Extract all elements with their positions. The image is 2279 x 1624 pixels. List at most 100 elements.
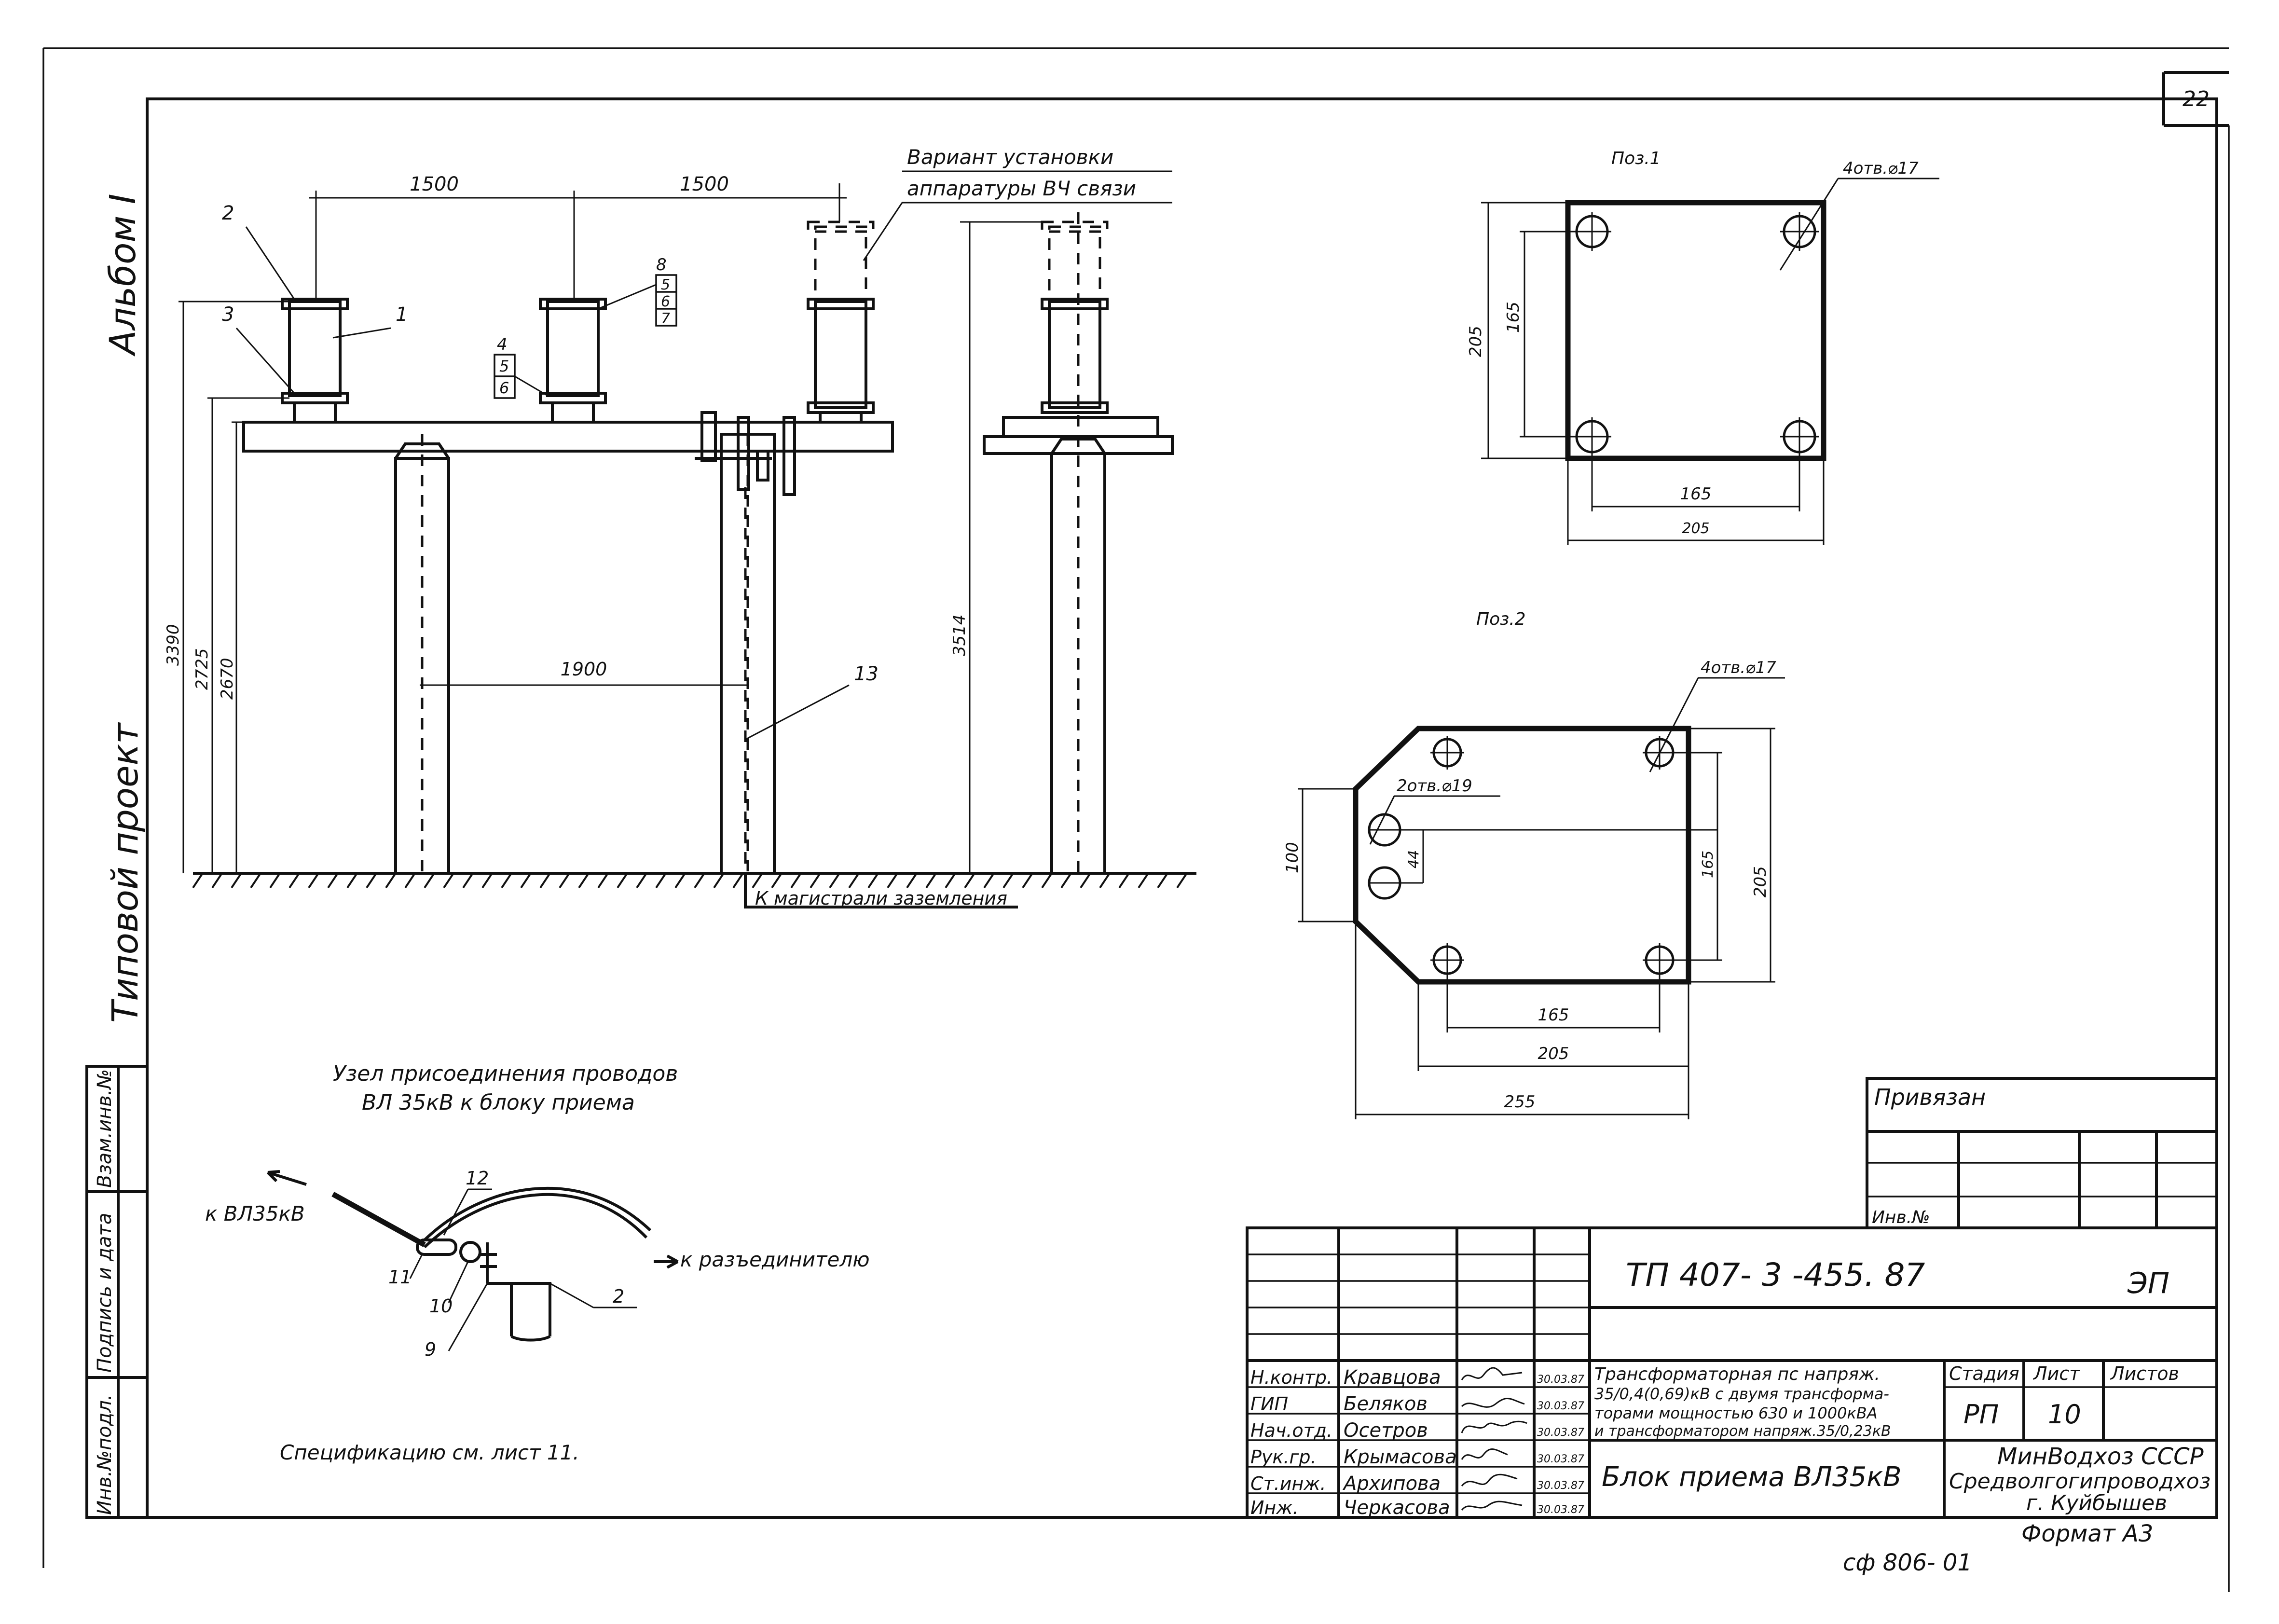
svg-text:2: 2 — [613, 1286, 624, 1307]
org-line-3: г. Куйбышев — [2026, 1491, 2167, 1515]
pos2-plate: Поз.2 4отв.⌀17 2отв.⌀19 100 44 — [1283, 609, 1785, 1119]
side-stamp: Инв.№подл. Подпись и дата Взам.инв.№ — [85, 1065, 149, 1519]
ground-lead — [744, 873, 1018, 908]
svg-text:30.03.87: 30.03.87 — [1537, 1400, 1584, 1412]
stage-value: РП — [1963, 1399, 1999, 1430]
svg-text:165: 165 — [1680, 484, 1712, 504]
clamp-group — [695, 411, 796, 496]
dim-h1: 3390 — [164, 624, 183, 666]
doc-code: ТП 407- 3 -455. 87 — [1626, 1256, 1925, 1294]
node-title-1: Узел присоединения проводов — [333, 1061, 678, 1086]
marker-1: 1 — [396, 303, 408, 326]
sheet-number: 22 — [2183, 87, 2210, 111]
stamp-inv-orig: Инв.№подл. — [94, 1394, 116, 1515]
crossbeam — [242, 421, 894, 453]
desc-line-2: 35/0,4(0,69)кВ с двумя трансформа- — [1594, 1385, 1889, 1403]
front-view: К магистрали заземления — [164, 145, 1196, 909]
svg-text:Архипова: Архипова — [1342, 1473, 1441, 1495]
svg-text:205: 205 — [1751, 866, 1770, 897]
node-right-label: к разъединителю — [680, 1248, 870, 1271]
height-dims: 3390 2725 2670 — [164, 301, 289, 873]
svg-text:8: 8 — [656, 255, 667, 275]
svg-text:Н.контр.: Н.контр. — [1250, 1367, 1332, 1388]
title-block: ТП 407- 3 -455. 87 ЭП Трансформаторная п… — [1246, 1226, 2218, 1547]
svg-text:Нач.отд.: Нач.отд. — [1250, 1420, 1332, 1441]
signers-table: Н.контр. Кравцова 30.03.87 ГИП Беляков 3… — [1250, 1366, 1584, 1519]
insulator-3 — [807, 220, 875, 422]
doc-section: ЭП — [2127, 1266, 2169, 1300]
org-line-1: МинВодхоз СССР — [1997, 1443, 2204, 1470]
spec-note: Спецификацию см. лист 11. — [280, 1441, 579, 1464]
binding-title: Привязан — [1874, 1084, 1986, 1110]
svg-text:5: 5 — [661, 276, 670, 293]
desc-line-1: Трансформаторная пс напряж. — [1594, 1364, 1880, 1384]
sheet-frame — [42, 47, 2230, 1592]
svg-text:5: 5 — [499, 357, 509, 375]
svg-text:165: 165 — [1538, 1005, 1569, 1025]
marker-3: 3 — [222, 303, 234, 326]
svg-text:Кравцова: Кравцова — [1344, 1366, 1441, 1389]
svg-text:30.03.87: 30.03.87 — [1537, 1374, 1584, 1386]
dim-span-1: 1500 — [410, 173, 459, 195]
format-label: Формат А3 — [2021, 1520, 2153, 1547]
album-label: Альбом I — [102, 193, 144, 357]
svg-text:ГИП: ГИП — [1250, 1393, 1288, 1415]
svg-text:30.03.87: 30.03.87 — [1537, 1427, 1584, 1439]
svg-text:6: 6 — [499, 379, 509, 397]
pos2-holes-b: 2отв.⌀19 — [1397, 776, 1472, 796]
svg-text:6: 6 — [661, 293, 670, 310]
connection-node: Узел присоединения проводов ВЛ 35кВ к бл… — [205, 1061, 870, 1360]
node-title-2: ВЛ 35кВ к блоку приема — [362, 1090, 635, 1115]
dim-side-height: 3514 — [950, 614, 969, 656]
pos1-plate: Поз.1 4отв.⌀17 205 165 165 205 — [1466, 149, 1939, 545]
insulator-1 — [281, 298, 349, 422]
top-dims: 1500 1500 — [309, 173, 847, 299]
ground-note: К магистрали заземления — [755, 888, 1007, 909]
sheets-label: Листов — [2110, 1363, 2179, 1384]
svg-text:4: 4 — [497, 335, 508, 354]
svg-text:205: 205 — [1538, 1044, 1569, 1063]
pos2-title: Поз.2 — [1476, 609, 1526, 629]
svg-text:44: 44 — [1405, 850, 1422, 868]
ground-hatching — [192, 872, 1188, 889]
side-view: 3514 — [950, 212, 1174, 875]
marker-2: 2 — [222, 202, 234, 224]
stamp-signature-date: Подпись и дата — [94, 1213, 116, 1373]
marker-stack-a: 4 5 6 — [494, 335, 548, 399]
svg-text:30.03.87: 30.03.87 — [1537, 1453, 1584, 1465]
rf-note-line1: Вариант установки — [907, 145, 1113, 169]
node-left-label: к ВЛ35кВ — [205, 1202, 305, 1225]
stage-label: Стадия — [1949, 1363, 2019, 1384]
typical-project-label: Типовой проект — [105, 722, 146, 1023]
svg-text:Осетров: Осетров — [1344, 1419, 1428, 1442]
insulator-2 — [539, 298, 607, 422]
svg-text:Рук.гр.: Рук.гр. — [1250, 1446, 1317, 1468]
svg-text:9: 9 — [425, 1339, 436, 1360]
svg-text:255: 255 — [1504, 1092, 1536, 1112]
svg-text:30.03.87: 30.03.87 — [1537, 1504, 1584, 1516]
marker-stack-b: 8 5 6 7 — [598, 255, 677, 327]
sheet-value: 10 — [2048, 1399, 2081, 1430]
svg-text:Черкасова: Черкасова — [1344, 1497, 1450, 1519]
desc-line-4: и трансформатором напряж.35/0,23кВ — [1594, 1423, 1891, 1440]
dim-post-spacing: 1900 — [561, 659, 607, 680]
svg-text:Ст.инж.: Ст.инж. — [1250, 1473, 1326, 1494]
org-line-2: Средволгогипроводхоз — [1949, 1469, 2210, 1494]
svg-text:205: 205 — [1682, 520, 1709, 537]
desc-line-3: торами мощностью 630 и 1000кВА — [1594, 1404, 1878, 1422]
svg-text:165: 165 — [1700, 851, 1716, 878]
binding-inv: Инв.№ — [1872, 1208, 1930, 1227]
dim-h2: 2725 — [192, 648, 212, 690]
binding-block: Привязан Инв.№ — [1866, 1077, 2218, 1229]
pos1-holes: 4отв.⌀17 — [1843, 159, 1919, 178]
pos1-title: Поз.1 — [1611, 149, 1661, 168]
bottom-code: сф 806- 01 — [1843, 1549, 1972, 1576]
svg-text:7: 7 — [661, 310, 670, 327]
signatures — [1461, 1367, 1527, 1511]
svg-text:165: 165 — [1504, 302, 1523, 333]
svg-text:Инж.: Инж. — [1250, 1497, 1299, 1518]
svg-text:11: 11 — [388, 1266, 412, 1288]
dim-h3: 2670 — [218, 658, 237, 700]
svg-text:100: 100 — [1283, 842, 1302, 873]
sheet-label: Лист — [2032, 1363, 2081, 1384]
